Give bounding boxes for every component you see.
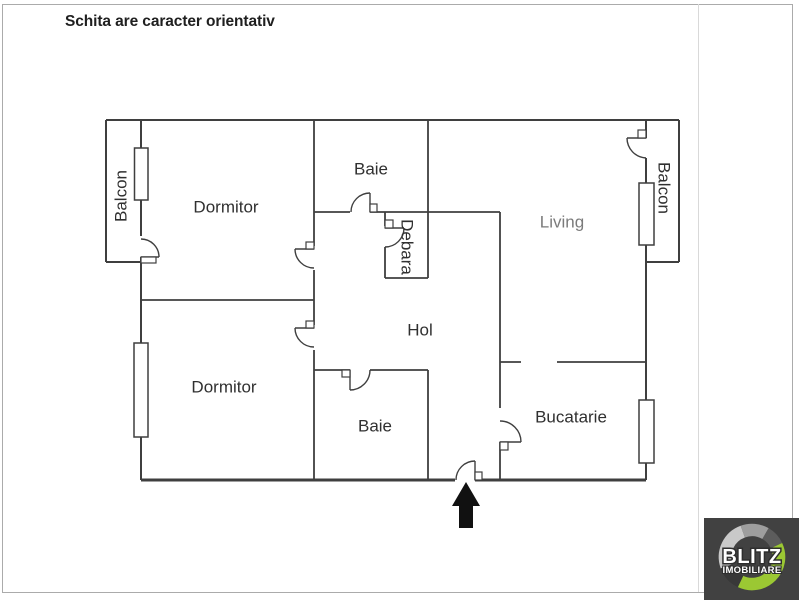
dormitor-top-door-arc — [294, 248, 315, 269]
room-label-balcon-right: Balcon — [655, 162, 674, 214]
debara-door-jamb — [384, 219, 394, 229]
room-label-living: Living — [540, 212, 584, 231]
blitz-imobiliare-logo: BLITZ IMOBILIARE — [704, 518, 799, 600]
baie-top-door-arc — [350, 192, 371, 213]
logo-ring-segment-4 — [737, 542, 786, 591]
room-label-bucatarie: Bucatarie — [535, 407, 607, 426]
logo-ring — [718, 523, 786, 591]
logo-ring-segment-2 — [740, 523, 769, 540]
room-label-baie-top: Baie — [354, 159, 388, 178]
bucatarie-door-arc — [499, 420, 522, 443]
logo-ring-segment-3 — [761, 528, 783, 549]
room-label-debara: Debara — [398, 219, 417, 275]
logo-svg: BLITZ IMOBILIARE — [704, 518, 799, 600]
room-label-hol: Hol — [407, 320, 433, 339]
living-balcon-door-jamb — [637, 129, 647, 139]
room-label-baie-bottom: Baie — [358, 416, 392, 435]
baie-bottom-door-arc — [349, 369, 371, 391]
logo-brand-text: BLITZ — [722, 546, 781, 568]
logo-ring-segment-1 — [718, 525, 746, 569]
window — [133, 147, 149, 201]
plan-image-edge — [698, 4, 699, 592]
baie-top-door-jamb — [369, 203, 378, 213]
entrance-arrow-icon — [452, 482, 480, 528]
baie-bottom-door-jamb — [341, 369, 351, 378]
window — [638, 182, 655, 246]
bucatarie-door-jamb — [499, 441, 509, 451]
window — [638, 399, 655, 464]
entrance-door-jamb — [474, 471, 483, 481]
room-label-balcon-left: Balcon — [111, 170, 130, 222]
window — [133, 342, 149, 438]
room-label-dormitor-top: Dormitor — [193, 197, 259, 216]
room-label-dormitor-bottom: Dormitor — [191, 377, 257, 396]
entrance-door-arc — [455, 460, 476, 481]
logo-ring-segment-0 — [720, 563, 744, 588]
dormitor-top-door-jamb — [305, 241, 315, 250]
dormitor-bottom-door-arc — [294, 327, 315, 348]
dormitor-bottom-door-jamb — [305, 320, 315, 329]
disclaimer-text: Schita are caracter orientativ — [65, 13, 275, 30]
debara-door-arc — [384, 227, 405, 248]
balcon-left-door-arc — [140, 238, 160, 258]
balcon-left-door-jamb — [140, 256, 157, 264]
logo-sub-text: IMOBILIARE — [723, 565, 782, 576]
living-balcon-door-arc — [626, 137, 647, 159]
